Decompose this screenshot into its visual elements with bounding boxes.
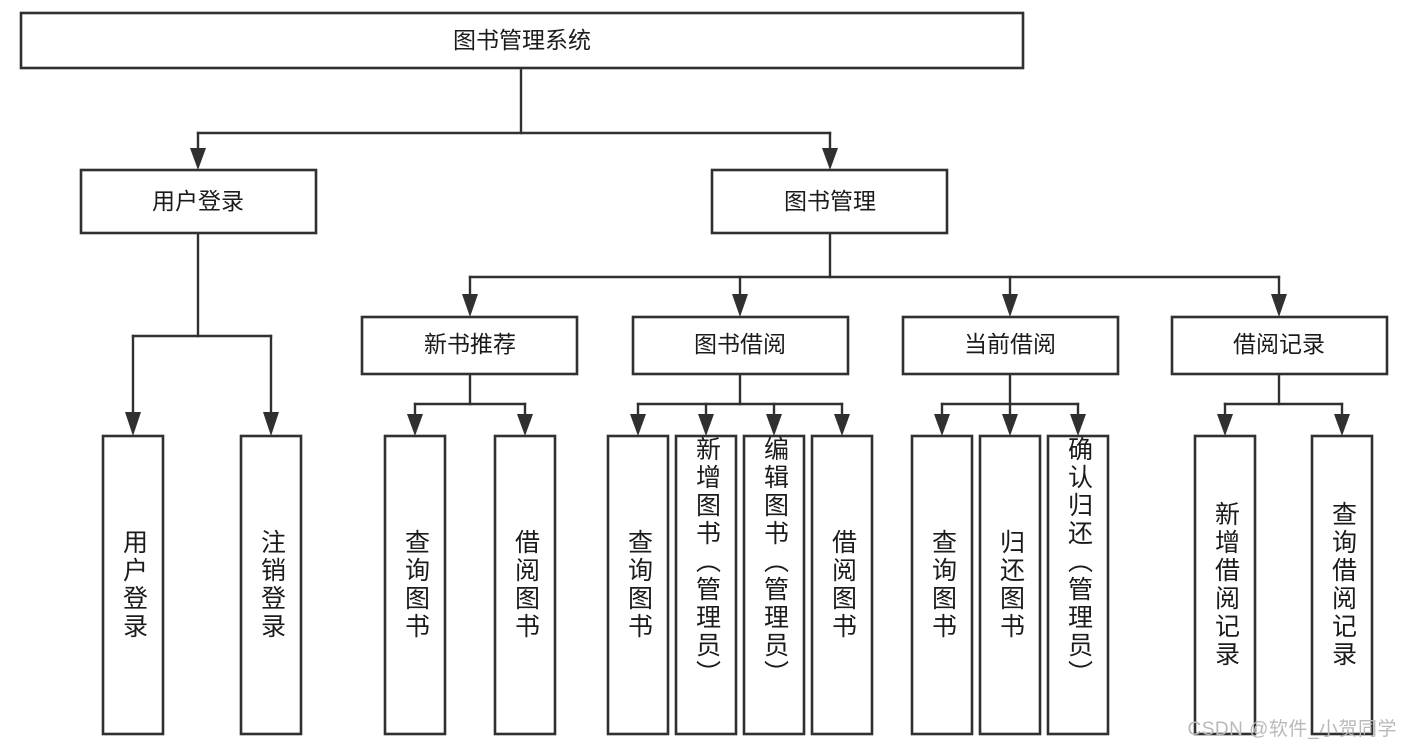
arrow-to-current-borrow <box>1002 294 1018 317</box>
connector-book-borrow-children <box>630 372 850 436</box>
connector-current-borrow-children <box>934 372 1086 436</box>
node-box <box>19 11 1025 70</box>
node-box <box>79 168 318 235</box>
node-label: 当前借阅 <box>964 331 1056 357</box>
arrow-to-book-borrow <box>732 294 748 317</box>
node-box <box>360 315 579 376</box>
leaf-box-query-book-1[interactable] <box>383 434 447 736</box>
arrow-to-leaf-edit-book <box>766 414 782 436</box>
connector-new-book-recommend-children <box>407 372 533 436</box>
arrow-to-leaf-return-book <box>1002 414 1018 436</box>
leaf-box-edit-book[interactable] <box>742 434 806 736</box>
node-label: 用户登录 <box>152 188 244 214</box>
arrow-to-user-login <box>190 148 206 170</box>
connector-book-management-children <box>462 231 1287 317</box>
node-box <box>1170 315 1389 376</box>
node-book-management[interactable]: 图书管理 <box>710 168 949 235</box>
node-user-login[interactable]: 用户登录 <box>79 168 318 235</box>
connector-borrow-record-children <box>1217 372 1350 436</box>
leaf-box-query-book-3[interactable] <box>910 434 974 736</box>
node-box <box>901 315 1120 376</box>
leaf-box-borrow-book-1[interactable] <box>493 434 557 736</box>
node-box <box>631 315 850 376</box>
arrow-to-leaf-user-login <box>125 412 141 436</box>
node-new-book-recommend[interactable]: 新书推荐 <box>360 315 579 376</box>
node-borrow-record[interactable]: 借阅记录 <box>1170 315 1389 376</box>
arrow-to-leaf-query-book-3 <box>934 414 950 436</box>
leaf-box-logout[interactable] <box>239 434 303 736</box>
node-label: 图书借阅 <box>694 331 786 357</box>
arrow-to-leaf-query-record <box>1334 414 1350 436</box>
node-label: 借阅记录 <box>1233 331 1325 357</box>
node-box <box>710 168 949 235</box>
node-label: 图书管理系统 <box>453 27 591 53</box>
leaf-box-add-record[interactable] <box>1193 434 1257 736</box>
leaf-box-return-book[interactable] <box>978 434 1042 736</box>
leaf-box-confirm-return[interactable] <box>1046 434 1110 736</box>
arrow-to-borrow-record <box>1271 294 1287 317</box>
leaf-box-user-login[interactable] <box>101 434 165 736</box>
leaf-box-borrow-book-2[interactable] <box>810 434 874 736</box>
leaf-box-add-book[interactable] <box>674 434 738 736</box>
node-label: 图书管理 <box>784 188 876 214</box>
leaf-box-query-book-2[interactable] <box>606 434 670 736</box>
connector-user-login-children <box>125 231 279 436</box>
arrow-to-leaf-query-book-1 <box>407 414 423 436</box>
node-label: 新书推荐 <box>424 331 516 357</box>
node-book-management-system[interactable]: 图书管理系统 <box>19 11 1025 70</box>
node-book-borrow[interactable]: 图书借阅 <box>631 315 850 376</box>
connector-root-to-level2 <box>190 66 838 170</box>
arrow-to-leaf-confirm-return <box>1070 414 1086 436</box>
arrow-to-leaf-logout <box>263 412 279 436</box>
arrow-to-leaf-borrow-book-1 <box>517 414 533 436</box>
arrow-to-new-book-recommend <box>462 294 478 317</box>
leaf-box-query-record[interactable] <box>1310 434 1374 736</box>
arrow-to-leaf-add-book <box>698 414 714 436</box>
node-current-borrow[interactable]: 当前借阅 <box>901 315 1120 376</box>
arrow-to-leaf-add-record <box>1217 414 1233 436</box>
arrow-to-leaf-borrow-book-2 <box>834 414 850 436</box>
arrow-to-leaf-query-book-2 <box>630 414 646 436</box>
arrow-to-book-management <box>822 148 838 170</box>
